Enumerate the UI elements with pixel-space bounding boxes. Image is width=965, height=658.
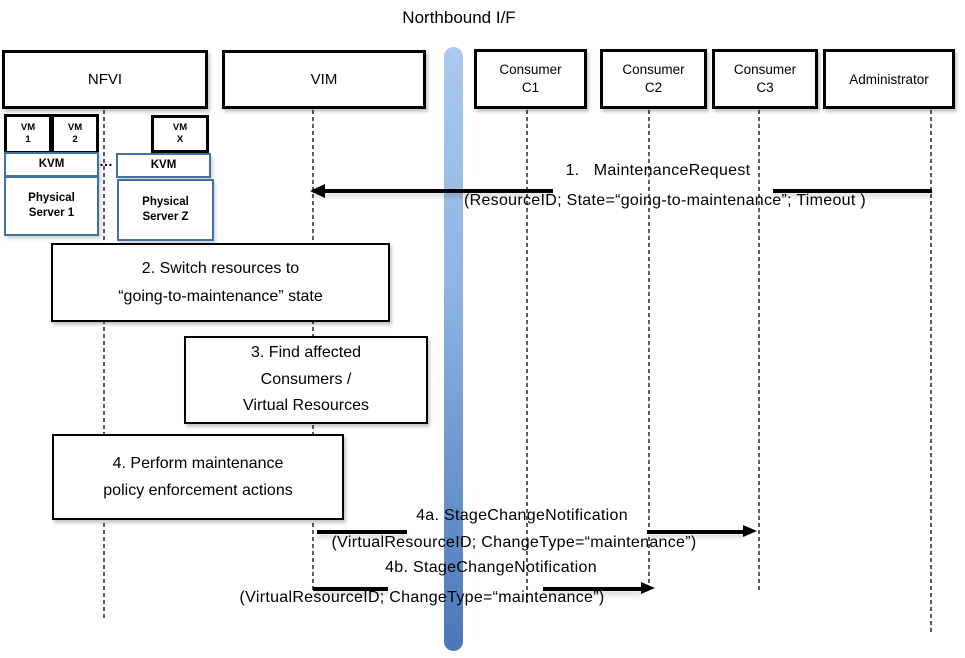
message-1-line-right [773, 189, 932, 193]
note-4-line1: 4. Perform maintenance [112, 454, 284, 472]
note-3-line2: Consumers / [260, 370, 352, 388]
message-4b-label: 4b. StageChangeNotification [385, 559, 597, 576]
message-1-label: 1. MaintenanceRequest [565, 162, 751, 179]
actor-vim: VIM [222, 50, 426, 109]
message-4b-line-start [313, 587, 388, 591]
ellipsis-dots: … [96, 153, 116, 169]
actor-administrator: Administrator [823, 49, 955, 109]
lifeline-consumer-c3 [758, 103, 760, 592]
note-2-line1: 2. Switch resources to [141, 260, 300, 278]
actor-nfvi-label: NFVI [87, 71, 123, 88]
physical-server-z-line2: Server Z [142, 211, 189, 223]
lifeline-consumer-c2 [648, 103, 650, 586]
vm-1-line1: VM [20, 122, 36, 134]
note-3-line3: Virtual Resources [243, 397, 369, 415]
actor-consumer-c3-line2: C3 [756, 80, 774, 95]
message-4b-arrowhead [641, 582, 655, 594]
kvm-right-label: KVM [150, 159, 177, 172]
message-1-line-left [313, 189, 553, 193]
actor-nfvi: NFVI [2, 50, 208, 109]
message-4b-line-end [543, 587, 642, 591]
kvm-right-box: KVM [116, 153, 211, 178]
message-4a-arrowhead [743, 525, 757, 537]
vm-x-line2: X [176, 134, 184, 145]
note-4-line2: policy enforcement actions [103, 482, 293, 499]
physical-server-1-line2: Server 1 [28, 207, 75, 219]
message-4a-label: 4a. StageChangeNotification [416, 507, 628, 524]
note-2-line2: “going-to-maintenance” state [118, 287, 323, 305]
kvm-left-label: KVM [38, 158, 65, 171]
actor-consumer-c3: Consumer C3 [712, 49, 818, 109]
physical-server-z-box: Physical Server Z [117, 179, 214, 241]
actor-consumer-c2-line2: C2 [644, 80, 663, 95]
physical-server-z-line1: Physical [142, 196, 189, 209]
note-3-line1: 3. Find affected [251, 344, 361, 362]
message-4a-line-start [317, 530, 407, 534]
note-4-box: 4. Perform maintenance policy enforcemen… [52, 434, 344, 520]
actor-vim-label: VIM [310, 71, 338, 88]
vm-x-box: VM X [151, 115, 209, 153]
vm-2-box: VM 2 [51, 114, 99, 154]
actor-administrator-label: Administrator [849, 71, 929, 87]
actor-consumer-c2-line1: Consumer [622, 62, 685, 78]
lifeline-consumer-c1 [526, 103, 528, 603]
kvm-left-box: KVM [4, 152, 99, 177]
note-3-box: 3. Find affected Consumers / Virtual Res… [184, 336, 428, 424]
actor-consumer-c1-line1: Consumer [499, 62, 562, 78]
vm-2-line1: VM [67, 122, 83, 134]
northbound-interface-bar [444, 47, 463, 651]
physical-server-1-box: Physical Server 1 [4, 176, 99, 236]
lifeline-administrator [930, 103, 932, 632]
vm-x-line1: VM [172, 122, 188, 134]
message-4b-params: (VirtualResourceID; ChangeType=“maintena… [239, 589, 605, 606]
diagram-title: Northbound I/F [402, 8, 516, 27]
vm-1-box: VM 1 [4, 114, 52, 154]
actor-consumer-c3-line1: Consumer [733, 62, 797, 78]
actor-consumer-c2: Consumer C2 [600, 49, 707, 109]
vm-1-line2: 1 [25, 134, 31, 145]
ellipsis-text: … [99, 153, 113, 169]
lifeline-nfvi [103, 103, 105, 620]
message-4a-line-end [647, 530, 744, 534]
actor-consumer-c1-line2: C1 [521, 80, 540, 95]
message-4a-params: (VirtualResourceID; ChangeType=“maintena… [331, 534, 697, 551]
physical-server-1-line1: Physical [28, 192, 75, 205]
actor-consumer-c1: Consumer C1 [474, 49, 587, 109]
note-2-box: 2. Switch resources to “going-to-mainten… [51, 243, 390, 322]
message-1-params: (ResourceID; State=“going-to-maintenance… [464, 192, 866, 209]
vm-2-line2: 2 [72, 134, 78, 145]
